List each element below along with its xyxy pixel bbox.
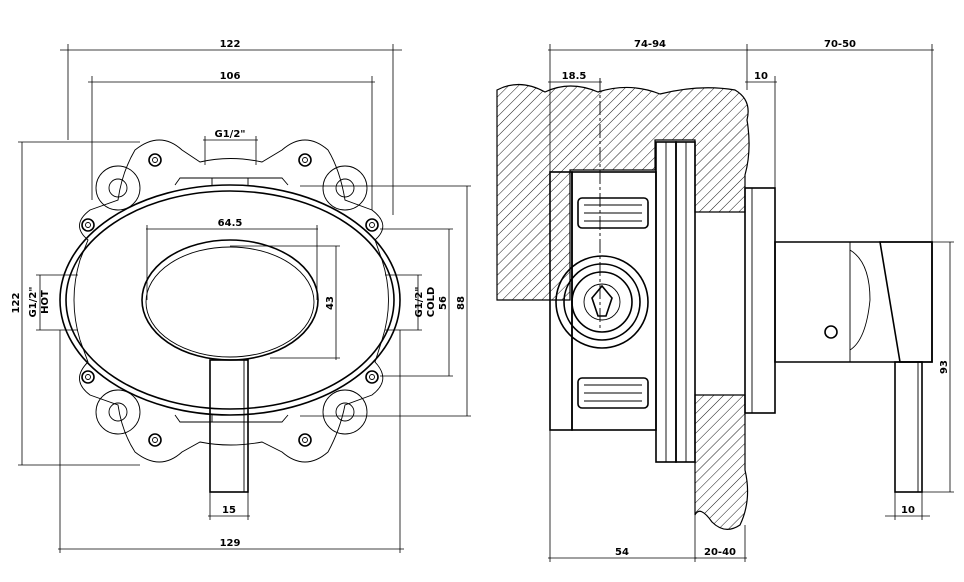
cover-plate [59,184,401,416]
dim-depth-range-label: 74-94 [634,39,666,50]
dim-wall-range: 20-40 [695,525,747,562]
dim-wall-range-label: 20-40 [704,547,736,558]
dim-cold-spacing-label: 56 [438,296,449,310]
dim-handle-width-label: 15 [222,505,236,516]
handle-lever [209,359,249,493]
dim-base-width-label: 129 [220,538,241,549]
dim-overall-width-label: 122 [220,39,241,50]
dim-plate-width-label: 64.5 [218,218,243,229]
dim-plate-thickness: 10 [745,71,777,188]
cover-plate-side [744,187,776,414]
dim-handle-diameter-label: 10 [901,505,915,516]
wall-section-bottom [694,394,749,530]
dim-offset-label: 18.5 [562,71,587,82]
dim-handle-height: 93 [922,241,954,493]
dim-projection-range: 70-50 [747,39,934,242]
dim-inner-width-label: 106 [220,71,241,82]
cold-label: COLD [426,287,437,318]
dim-outer-height: 88 [300,185,471,417]
dim-plate-height: 43 [230,245,340,360]
dim-plate-width: 64.5 [146,218,318,300]
dim-offset: 18.5 [548,71,602,83]
hot-label: HOT [40,290,51,314]
cold-thread-label: G1/2" [414,287,425,318]
dim-inlet-thread-top: G1/2" [203,129,258,165]
dim-overall-height-label: 122 [11,293,22,314]
dim-body-depth: 54 [548,430,697,562]
wall-section-top [496,83,750,301]
dim-base-width: 129 [58,330,404,553]
front-view: 122 106 G1/2" [11,39,471,553]
dim-overall-width: 122 [60,39,402,215]
handle-side [774,241,933,493]
dim-plate-height-label: 43 [325,296,336,310]
dim-inlet-thread-top-label: G1/2" [215,129,246,140]
dim-inner-width: 106 [88,71,375,210]
dim-handle-diameter: 10 [885,492,930,520]
hot-thread-label: G1/2" [28,287,39,318]
valve-body [549,141,696,463]
cold-inlet-dim: G1/2" COLD [385,274,437,331]
dim-projection-range-label: 70-50 [824,39,856,50]
dim-plate-thickness-label: 10 [754,71,768,82]
side-view: 74-94 70-50 18.5 10 93 [496,39,954,562]
dim-cold-spacing: 56 [380,228,453,377]
dim-handle-width: 15 [208,492,250,520]
mounting-plate [73,139,389,463]
dim-handle-height-label: 93 [939,360,950,374]
hot-inlet-dim: G1/2" HOT [28,274,78,331]
dim-overall-height: 122 [11,141,140,466]
dim-outer-height-label: 88 [456,296,467,310]
dim-body-depth-label: 54 [615,547,629,558]
